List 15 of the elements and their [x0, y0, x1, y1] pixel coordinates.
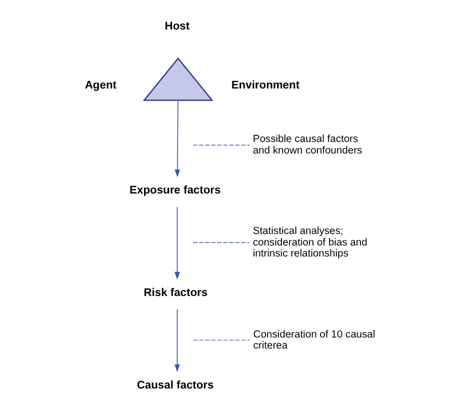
- node-text: Consideration of 10 causal criterea: [252, 329, 375, 352]
- node-label: Environment: [230, 79, 300, 92]
- node-text: Exposure factors: [129, 184, 220, 197]
- connector: [192, 242, 250, 243]
- arrow: [174, 100, 180, 178]
- node-text: Possible causal factors and known confounders: [252, 134, 362, 156]
- node-triangle: [142, 57, 213, 101]
- connector: [192, 144, 250, 146]
- arrow: [174, 206, 180, 280]
- node-label: Host: [164, 20, 190, 33]
- node-text: Statistical analyses; consideration of bias and intrinsic relationships: [252, 226, 367, 260]
- node-text: Risk factors: [143, 286, 208, 299]
- arrow: [174, 308, 180, 372]
- node-label: Agent: [84, 79, 116, 92]
- node-text: Causal factors: [136, 380, 214, 392]
